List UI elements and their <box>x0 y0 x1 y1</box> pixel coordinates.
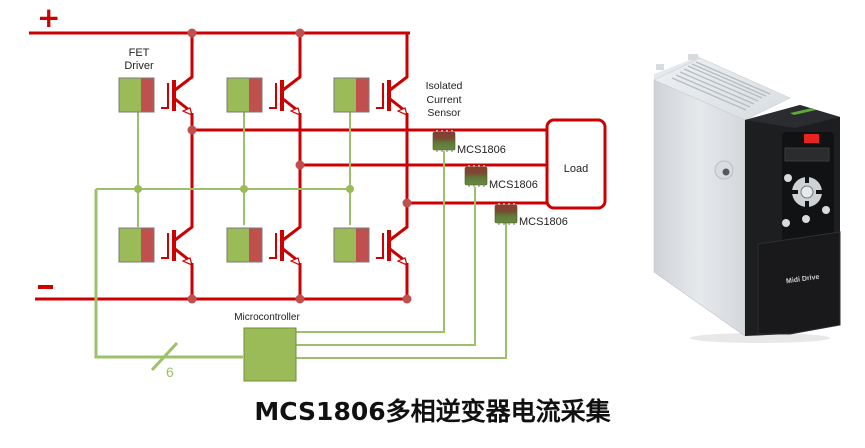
igbt-low-side-1 <box>118 217 200 275</box>
mcs1806-chip-icon <box>464 165 488 187</box>
sensor-part-b: MCS1806 <box>489 179 538 191</box>
igbt-switches <box>118 67 415 275</box>
igbt-high-side-1 <box>118 67 200 125</box>
igbt-low-side-2 <box>226 217 308 275</box>
sensor-chip-c: MCS1806 <box>494 203 568 228</box>
midi-drive-photo: Midi Drive <box>653 54 841 343</box>
sensor-part-c: MCS1806 <box>519 216 568 228</box>
load-box <box>545 118 607 210</box>
product-name: Midi Drive <box>786 274 820 286</box>
sensor-part-a: MCS1806 <box>457 144 506 156</box>
mcs1806-chip-icon <box>494 203 518 225</box>
page-title: MCS1806多相逆变器电流采集 <box>254 397 611 426</box>
fet-driver-label-line1: FET <box>129 47 150 59</box>
signal-nodes <box>134 185 354 193</box>
power-nodes <box>187 28 412 304</box>
sensor-label-line2: Current <box>426 94 461 106</box>
sensor-label-line1: Isolated <box>426 80 463 92</box>
igbt-high-side-3 <box>333 67 415 125</box>
fet-driver-high-2 <box>226 77 263 113</box>
sensor-chip-b: MCS1806 <box>464 165 538 191</box>
bus-width-label: 6 <box>166 364 174 380</box>
sensor-label-line3: Sensor <box>427 107 461 119</box>
fet-driver-high-1 <box>118 77 155 113</box>
fet-driver-label-line2: Driver <box>124 60 154 72</box>
positive-rail-label: + <box>37 1 60 34</box>
sensor-chip-a: MCS1806 <box>432 130 506 156</box>
microcontroller-box <box>243 327 297 382</box>
microcontroller-label: Microcontroller <box>234 312 300 323</box>
fet-driver-low-2 <box>226 227 263 263</box>
fet-driver-high-3 <box>333 77 370 113</box>
igbt-high-side-2 <box>226 67 308 125</box>
fet-driver-low-1 <box>118 227 155 263</box>
bus-slash <box>150 341 179 372</box>
load-label: Load <box>564 163 588 175</box>
negative-rail-label <box>38 285 53 289</box>
mcs1806-chip-icon <box>432 130 456 152</box>
fet-driver-low-3 <box>333 227 370 263</box>
gate-bus-6 <box>94 189 243 359</box>
igbt-low-side-3 <box>333 217 415 275</box>
